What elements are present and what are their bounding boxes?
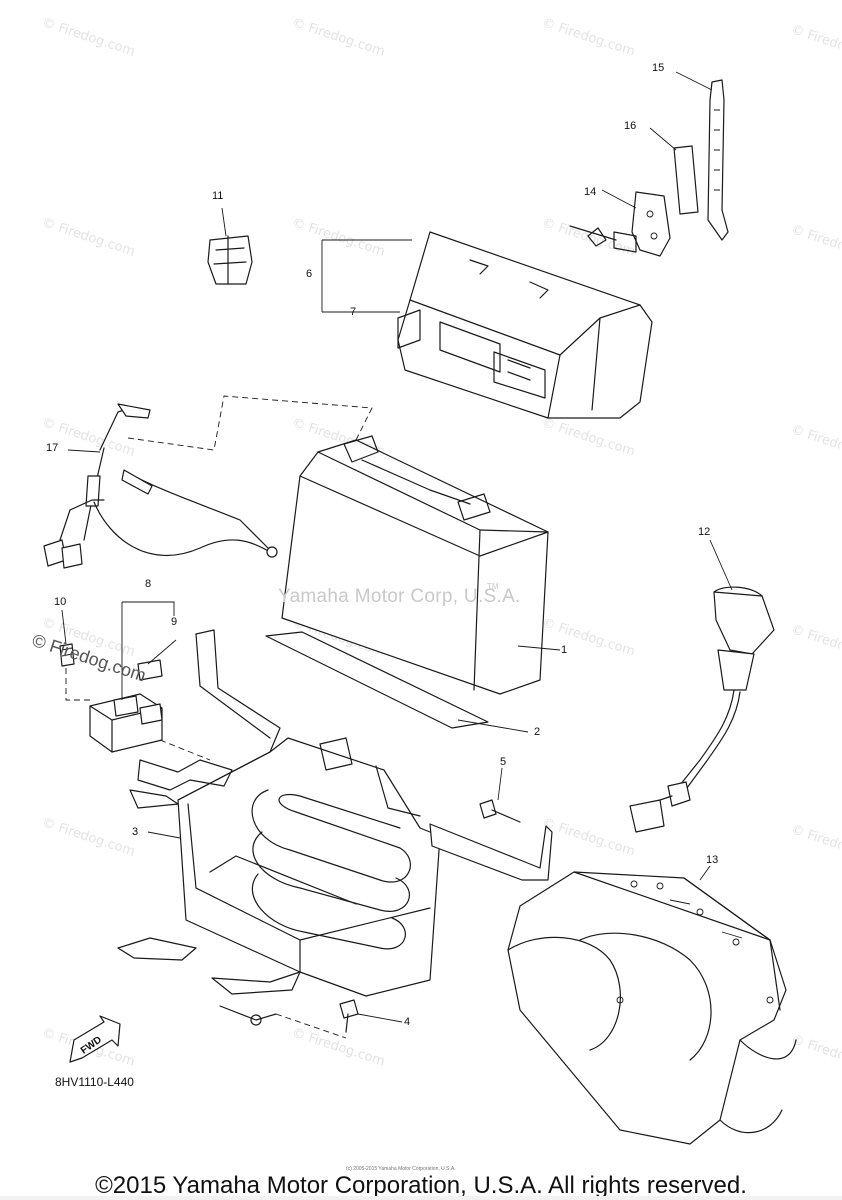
wire-lead-part xyxy=(43,403,278,569)
callout-9: 9 xyxy=(171,616,178,628)
callout-5: 5 xyxy=(500,756,507,768)
switch-part xyxy=(569,189,671,257)
callout-12: 12 xyxy=(698,526,711,538)
cover-13-part xyxy=(507,865,797,1145)
callout-11: 11 xyxy=(212,190,224,202)
callout-14: 14 xyxy=(584,186,597,198)
bolt-4-part xyxy=(275,999,403,1039)
center-watermark-tm: TM xyxy=(487,582,499,591)
callout-17: 17 xyxy=(46,442,59,454)
clip-part xyxy=(207,207,253,285)
bottom-strip xyxy=(0,1196,842,1200)
band-part xyxy=(675,71,729,241)
bolt-5-part xyxy=(429,767,553,881)
callout-3: 3 xyxy=(132,826,139,838)
center-watermark: Yamaha Motor Corp, U.S.A. xyxy=(278,586,521,607)
pad-part xyxy=(649,127,699,215)
callout-15: 15 xyxy=(652,62,665,74)
socket-part xyxy=(629,539,775,833)
callout-13: 13 xyxy=(706,854,719,866)
callout-1: 1 xyxy=(561,644,568,656)
callout-2: 2 xyxy=(534,726,541,738)
battery-cover-part xyxy=(397,231,653,419)
callout-16: 16 xyxy=(624,120,637,132)
battery-bracket-part xyxy=(117,629,441,1026)
relay-part xyxy=(59,601,211,761)
callout-10: 10 xyxy=(54,596,67,608)
battery-pad-part xyxy=(265,631,529,733)
reference-code: 8HV1110-L440 xyxy=(55,1075,134,1089)
callout-4: 4 xyxy=(404,1016,411,1028)
callout-8: 8 xyxy=(145,578,152,590)
leader-6-7 xyxy=(321,239,412,313)
callout-6: 6 xyxy=(306,268,313,280)
fwd-arrow xyxy=(69,1015,121,1063)
copyright-footer: ©2015 Yamaha Motor Corporation, U.S.A. A… xyxy=(95,1172,747,1199)
battery-part xyxy=(281,435,561,695)
callout-7: 7 xyxy=(350,306,357,318)
tiny-copyright: (c) 2005-2015 Yamaha Motor Corporation, … xyxy=(346,1166,456,1172)
